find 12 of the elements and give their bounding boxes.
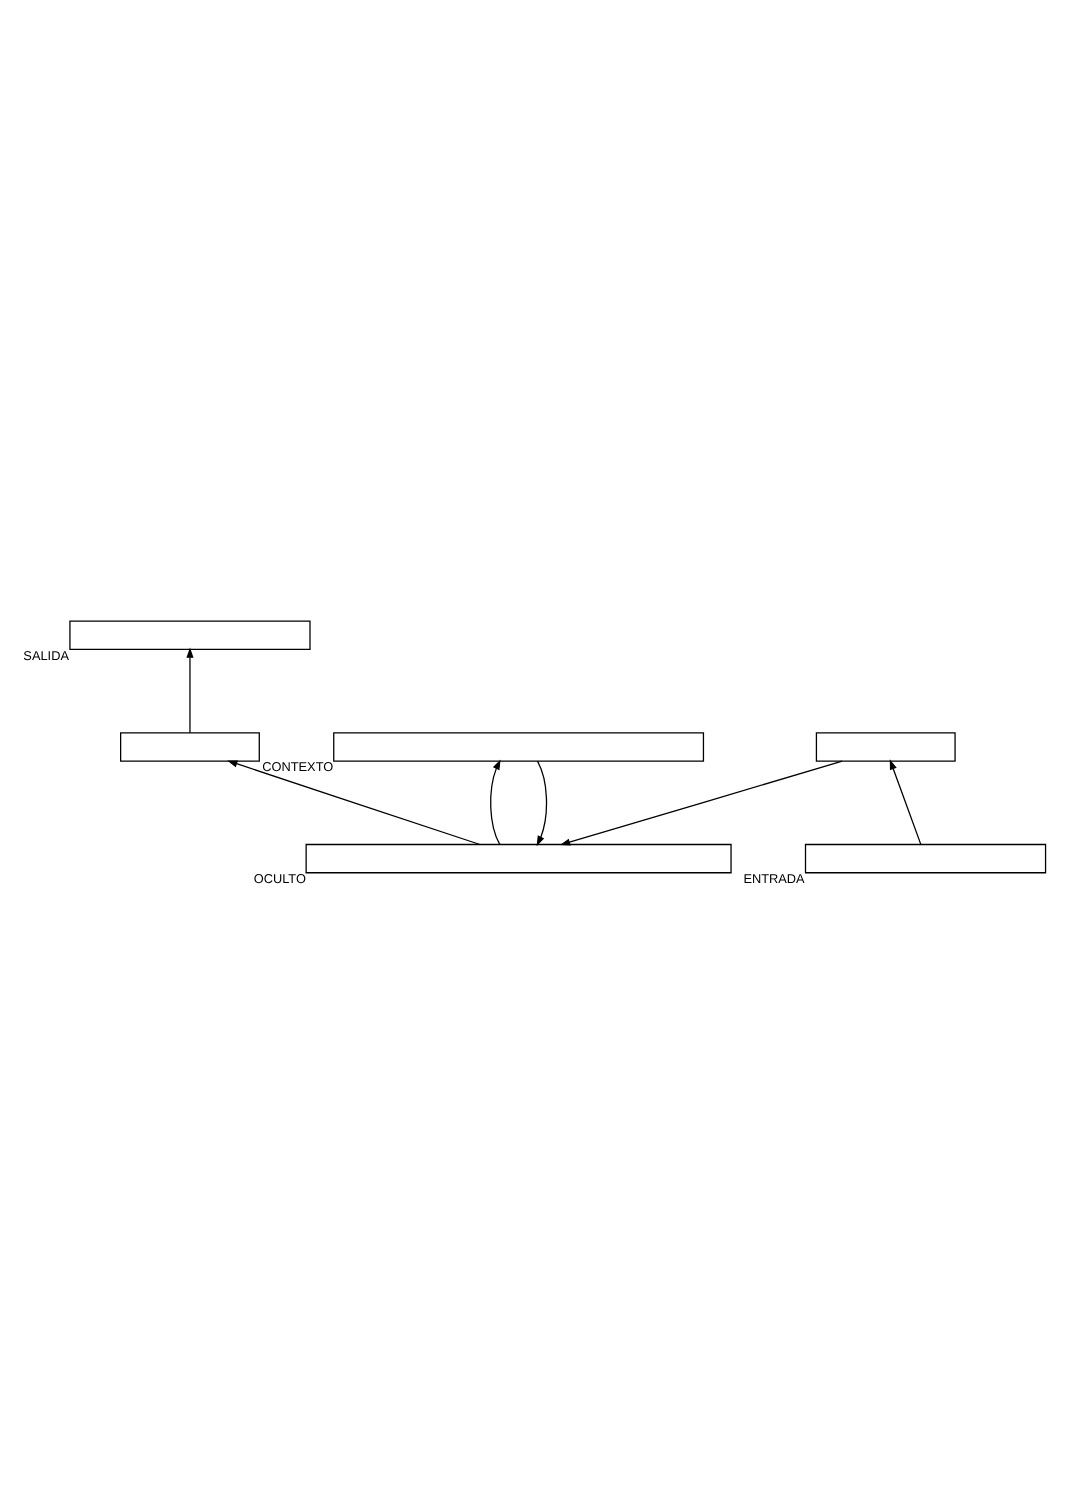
node-box: [305, 843, 732, 874]
node-box: [333, 732, 705, 762]
node-box: [815, 732, 956, 762]
arrow: [536, 760, 548, 847]
node-box: [120, 732, 260, 762]
arrow: [889, 759, 922, 846]
arrow: [559, 760, 843, 846]
node-box: [69, 620, 311, 650]
arrow: [490, 759, 501, 846]
arrow: [227, 760, 481, 846]
node-box: [804, 843, 1047, 874]
arrow: [186, 647, 194, 734]
